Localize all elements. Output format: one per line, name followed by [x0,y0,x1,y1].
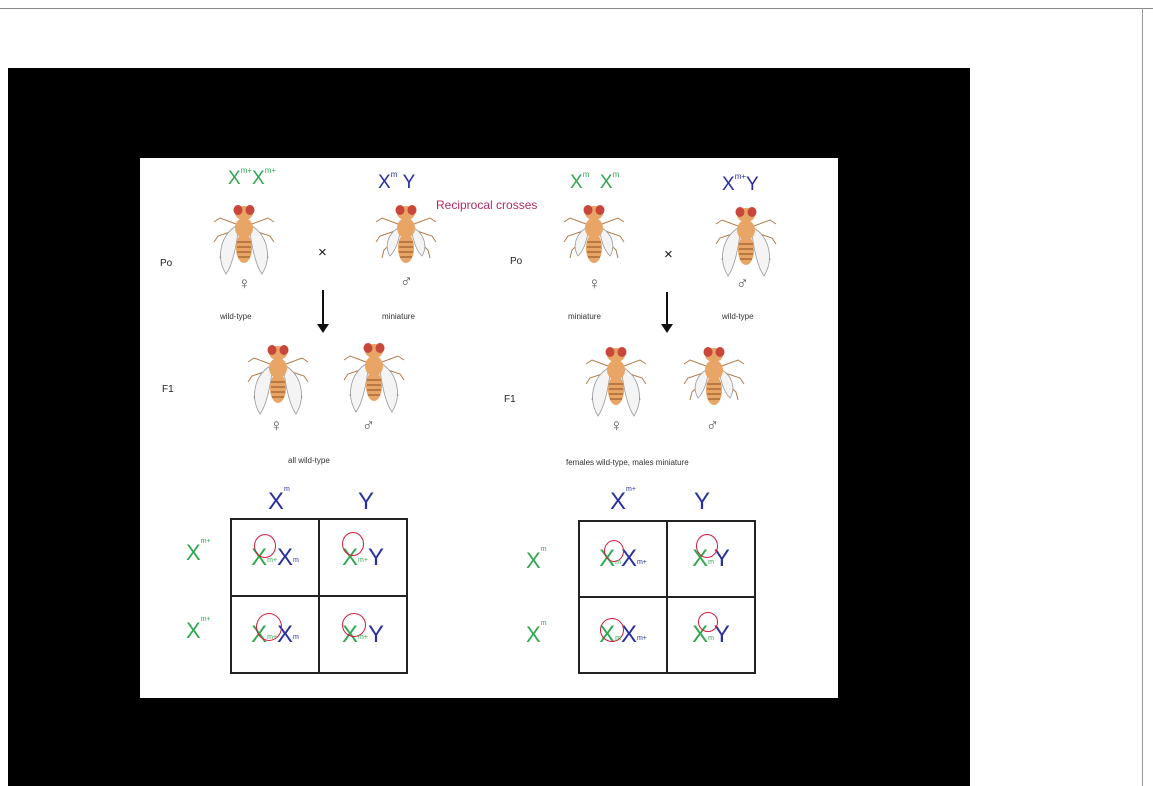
cross-symbol: × [664,246,673,263]
fly [582,338,650,425]
cross-symbol: × [318,244,327,261]
male-symbol: ♂ [736,274,749,293]
right-punnett-col-header: Y [694,488,711,515]
highlight-circle [600,618,624,642]
right-female-genotype: Xm Xm [570,170,620,193]
fly [244,336,312,423]
fly [340,334,408,421]
right-punnett-row-header: Xm [526,620,547,647]
highlight-circle [254,534,276,558]
top-border-line [0,8,1153,9]
male-symbol: ♂ [400,272,413,291]
left-punnett-row-header: Xm+ [186,538,211,565]
highlight-circle [256,613,282,641]
fly [210,196,278,283]
left-f1-caption: all wild-type [288,456,330,465]
highlight-circle [696,534,718,558]
fly [712,198,780,285]
left-p0-label: Po [160,258,173,269]
right-f1-caption: females wild-type, males miniature [566,458,689,467]
fly [372,196,440,283]
left-punnett-col-header: Xm [268,486,290,515]
highlight-circle [342,613,366,637]
right-f1-label: F1 [504,394,516,405]
left-male-genotype: Xm Y [378,170,416,193]
left-punnett-row-header: Xm+ [186,616,211,643]
right-punnett-row-header: Xm [526,546,547,573]
left-down-arrow [317,290,329,333]
male-symbol: ♂ [706,416,719,435]
left-female-genotype: Xm+Xm+ [228,166,277,189]
female-symbol: ♀ [588,274,601,293]
left-punnett-col-header: Y [358,488,375,515]
highlight-circle [342,532,364,556]
right-down-arrow [661,292,673,333]
slide: Reciprocal crosses Xm+Xm+ Xm Y Po ♀ wild… [140,158,838,698]
right-female-caption: miniature [568,312,601,321]
fly [560,196,628,283]
highlight-circle [698,612,718,632]
male-symbol: ♂ [362,416,375,435]
right-male-caption: wild-type [722,312,754,321]
left-male-caption: miniature [382,312,415,321]
highlight-circle [604,540,624,562]
female-symbol: ♀ [270,416,283,435]
female-symbol: ♀ [238,274,251,293]
right-p0-label: Po [510,256,523,267]
right-border-line [1142,8,1143,786]
left-f1-label: F1 [162,384,174,395]
left-female-caption: wild-type [220,312,252,321]
diagram-title: Reciprocal crosses [436,198,538,212]
right-punnett-col-header: Xm+ [610,486,636,515]
female-symbol: ♀ [610,416,623,435]
fly [680,338,748,425]
right-male-genotype: Xm+Y [722,172,759,195]
